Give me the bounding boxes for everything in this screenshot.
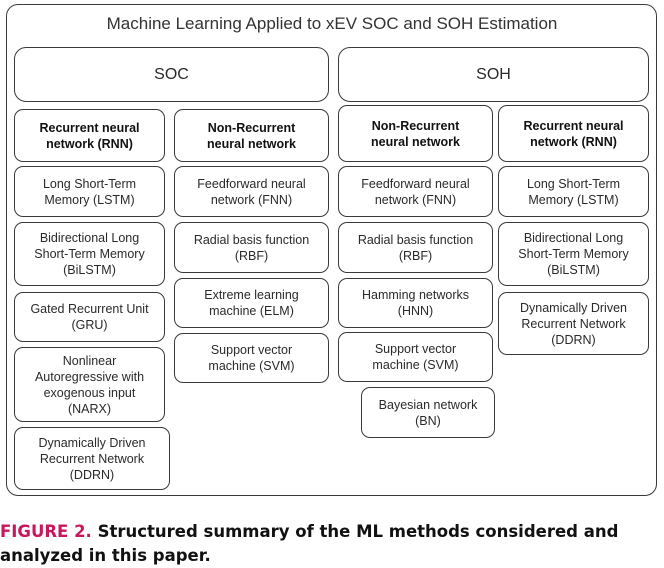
soc-rnn-header: Recurrent neural network (RNN) <box>14 109 165 162</box>
soh-non-rnn-hnn: Hamming networks (HNN) <box>338 278 493 328</box>
soh-non-rnn-rbf: Radial basis function (RBF) <box>338 222 493 273</box>
soc-rnn-lstm: Long Short-Term Memory (LSTM) <box>14 166 165 217</box>
diagram-title: Machine Learning Applied to xEV SOC and … <box>106 14 558 33</box>
soh-rnn-bilstm: Bidirectional Long Short-Term Memory (Bi… <box>498 222 649 286</box>
soh-section-header: SOH <box>338 47 649 102</box>
soc-non-rnn-elm: Extreme learning machine (ELM) <box>174 278 329 328</box>
soc-rnn-bilstm: Bidirectional Long Short-Term Memory (Bi… <box>14 222 165 286</box>
soc-rnn-ddrn: Dynamically Driven Recurrent Network (DD… <box>14 427 170 490</box>
soh-rnn-ddrn: Dynamically Driven Recurrent Network (DD… <box>498 292 649 355</box>
figure-caption: FIGURE 2. Structured summary of the ML m… <box>0 520 664 568</box>
soh-rnn-header: Recurrent neural network (RNN) <box>498 105 649 162</box>
soc-rnn-narx: Nonlinear Autoregressive with exogenous … <box>14 347 165 422</box>
soh-rnn-lstm: Long Short-Term Memory (LSTM) <box>498 166 649 217</box>
figure-label: FIGURE 2. <box>0 522 92 541</box>
soc-non-rnn-rbf: Radial basis function (RBF) <box>174 222 329 273</box>
soc-rnn-gru: Gated Recurrent Unit (GRU) <box>14 292 165 342</box>
soc-non-rnn-fnn: Feedforward neural network (FNN) <box>174 166 329 217</box>
figure-caption-text: Structured summary of the ML methods con… <box>0 522 619 565</box>
soh-non-rnn-header: Non-Recurrent neural network <box>338 105 493 162</box>
soc-non-rnn-svm: Support vector machine (SVM) <box>174 333 329 383</box>
diagram-frame <box>6 4 657 496</box>
soh-non-rnn-fnn: Feedforward neural network (FNN) <box>338 166 493 217</box>
soh-non-rnn-svm: Support vector machine (SVM) <box>338 332 493 382</box>
soc-non-rnn-header: Non-Recurrent neural network <box>174 109 329 162</box>
soh-non-rnn-bn: Bayesian network (BN) <box>361 387 495 438</box>
soc-section-header: SOC <box>14 47 329 102</box>
